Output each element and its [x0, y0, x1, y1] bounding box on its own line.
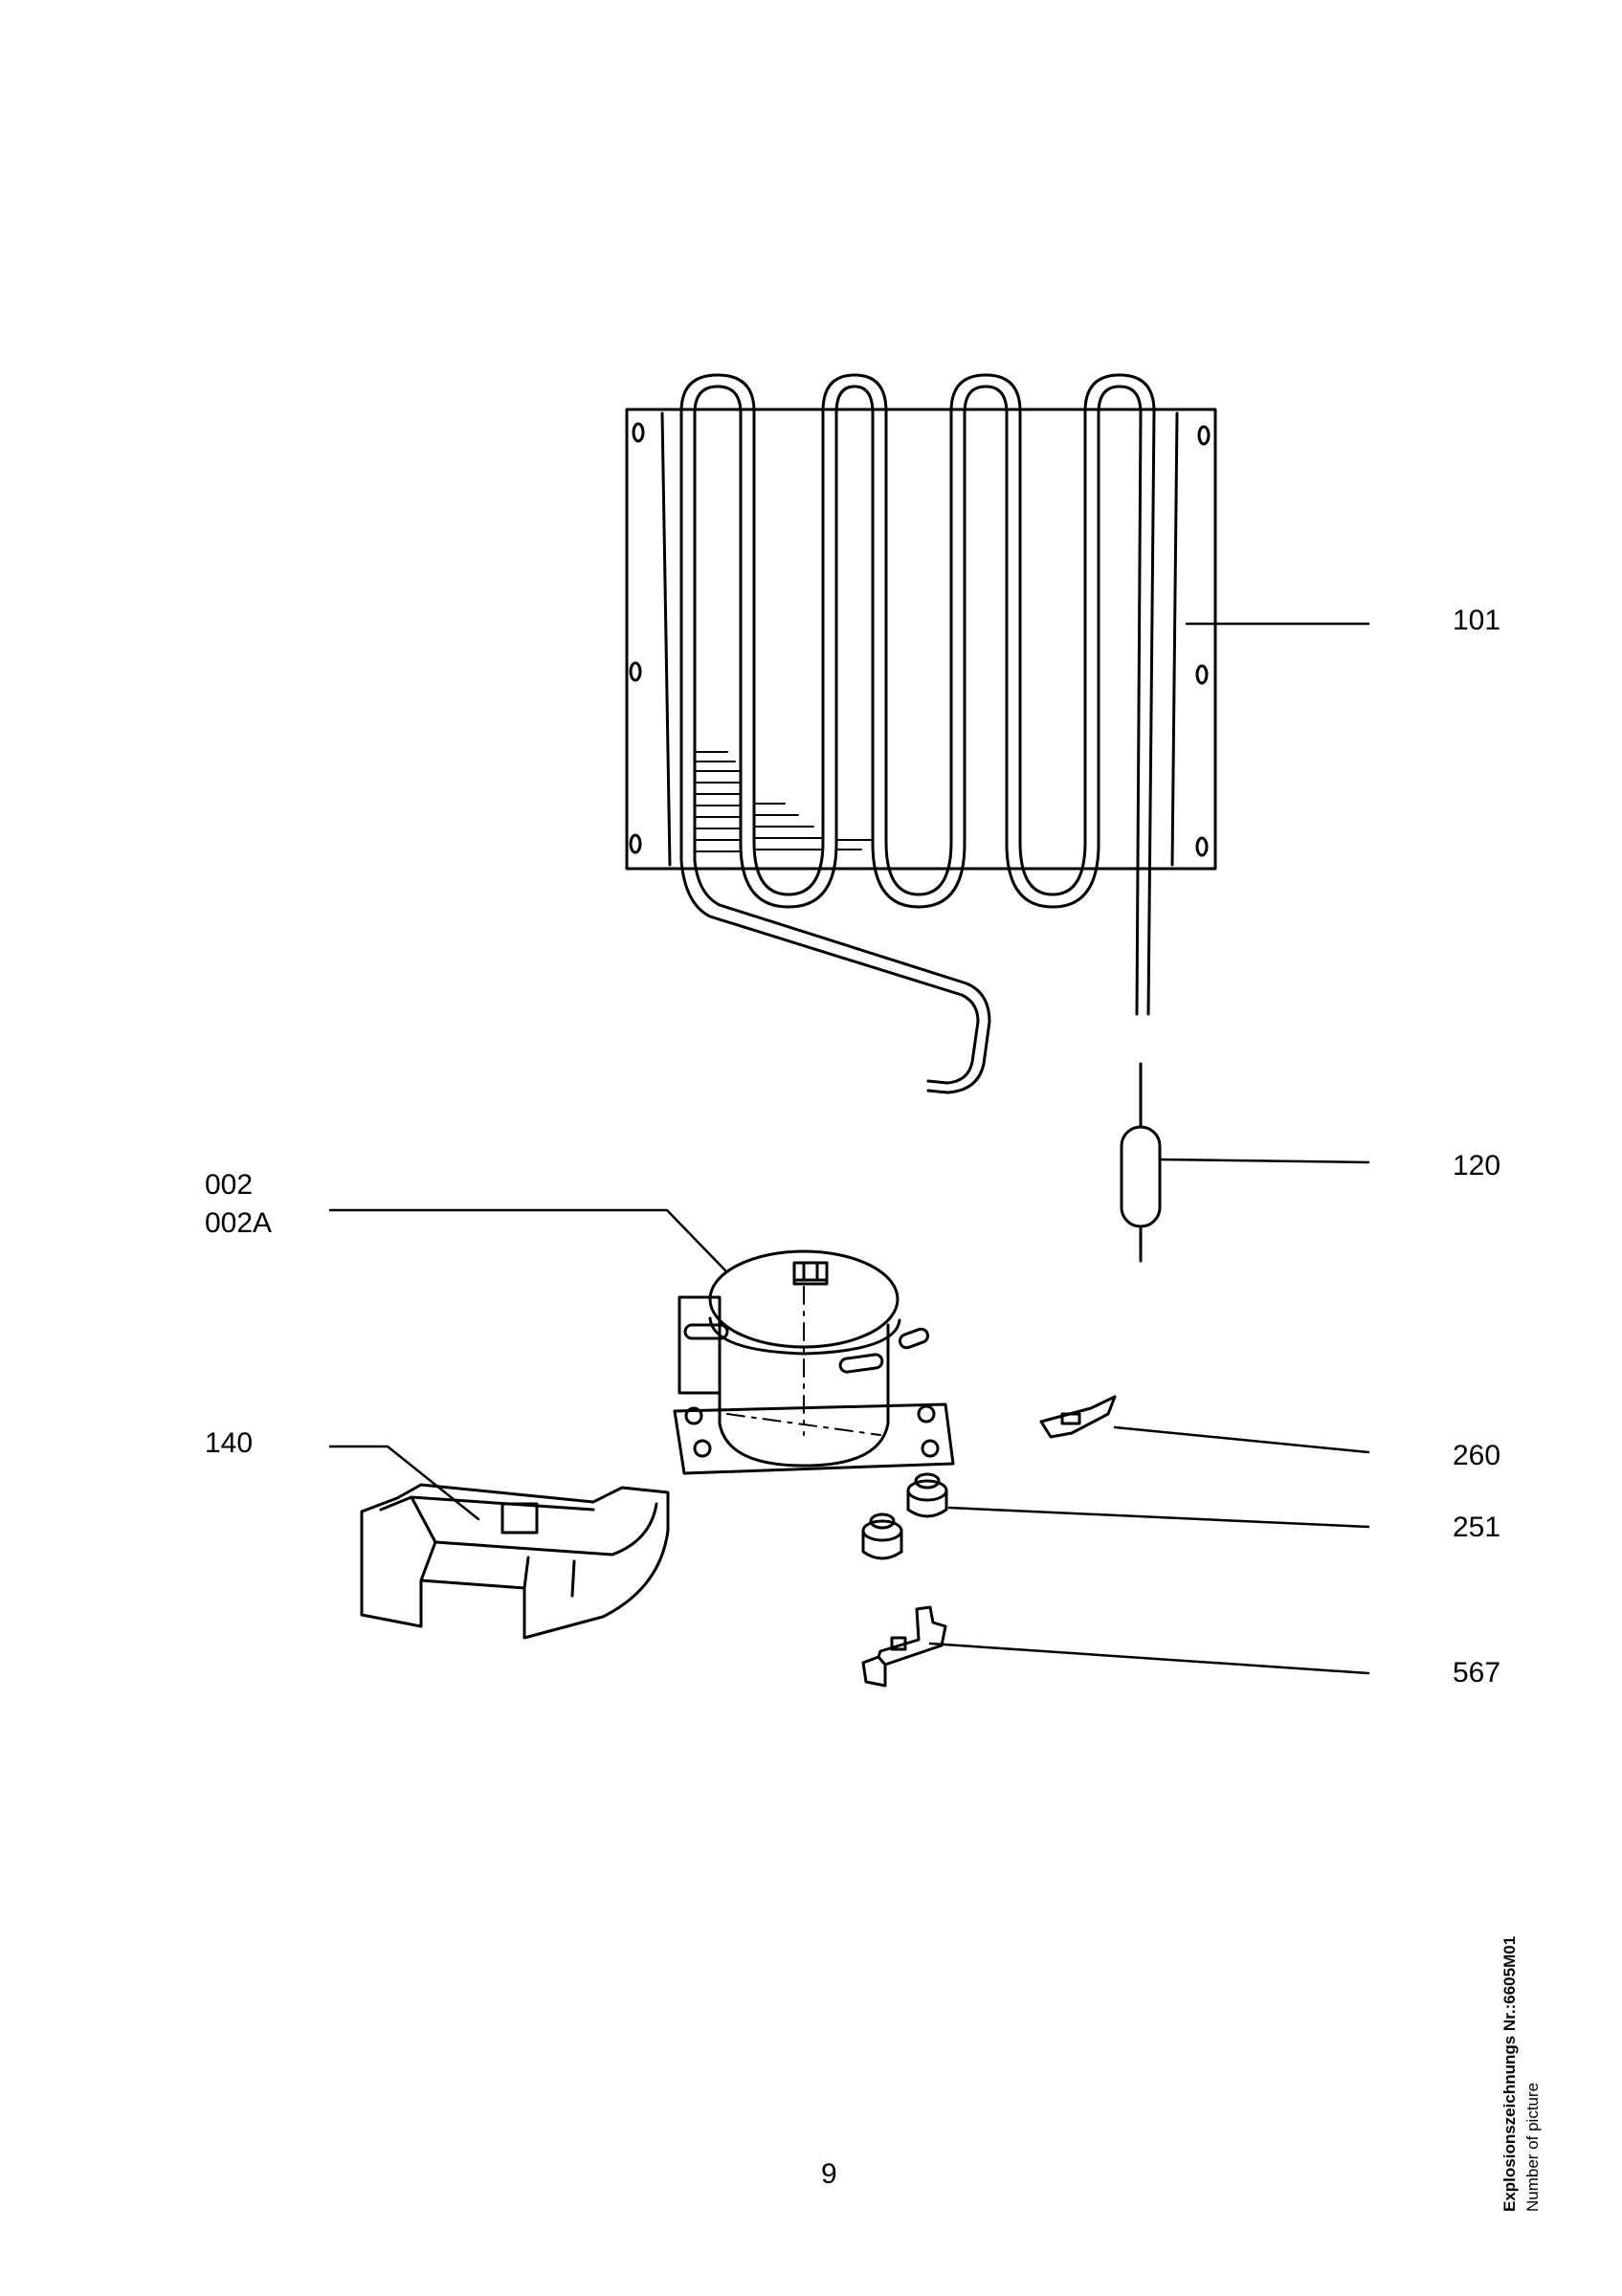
clip-icon — [1039, 1395, 1117, 1439]
condenser-icon — [625, 373, 1217, 1094]
dryer-filter-icon — [1120, 1062, 1162, 1263]
drip-tray-icon — [360, 1483, 670, 1640]
callout-002a: 002A — [205, 1207, 273, 1239]
bracket-icon — [861, 1605, 947, 1688]
leader-line-260 — [1113, 1425, 1370, 1454]
picture-caption: Number of picture — [1523, 2082, 1542, 2212]
compressor-icon — [673, 1249, 955, 1475]
callout-140: 140 — [205, 1427, 254, 1459]
callout-101: 101 — [1453, 605, 1501, 636]
callout-120: 120 — [1453, 1150, 1501, 1181]
page-number: 9 — [821, 2158, 837, 2190]
callout-251: 251 — [1453, 1512, 1501, 1543]
leader-line-251 — [947, 1506, 1370, 1529]
grommet-icon — [861, 1472, 948, 1560]
leader-line-567 — [928, 1642, 1370, 1675]
drawing-number: Explosionszeichnungs Nr.:6605M01 — [1500, 1935, 1519, 2212]
leader-line-140 — [328, 1445, 480, 1521]
leader-line-120 — [1158, 1158, 1370, 1164]
callout-002: 002 — [205, 1169, 254, 1201]
callout-567: 567 — [1453, 1657, 1501, 1689]
leader-line-002 — [328, 1208, 727, 1272]
drawing-number-note: Explosionszeichnungs Nr.:6605M01 Number … — [1499, 1887, 1585, 2212]
callout-260: 260 — [1453, 1440, 1501, 1471]
